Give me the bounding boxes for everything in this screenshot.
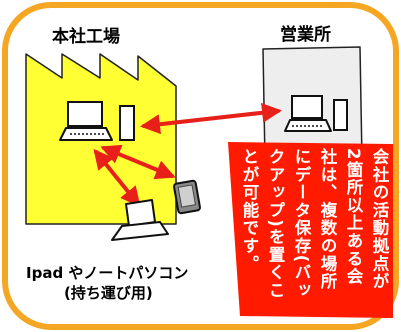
factory-server-icon: [119, 105, 135, 141]
note-text-column: クアップ)を置くこ: [266, 148, 285, 300]
arrow-factory-tablet: [100, 144, 176, 180]
office-label: 営業所: [280, 25, 331, 45]
factory-laptop-icon: [59, 101, 113, 141]
office-laptop-icon: [284, 95, 332, 132]
factory-label: 本社工場: [52, 27, 120, 47]
mobile-laptop-icon: [111, 199, 169, 241]
note-box: [228, 142, 393, 318]
note-text-column: とが可能です。: [240, 148, 259, 273]
office-server-icon: [333, 99, 348, 131]
note-text-column: 社は、複数の場所: [318, 148, 337, 291]
arrow-factory-office: [140, 102, 282, 135]
note-text-column: 2箇所以上ある会: [344, 148, 363, 286]
note-text-column: 会社の活動拠点が: [370, 148, 389, 291]
note-text-column: にデータ保存(バッ: [292, 148, 311, 300]
devices-label: Ipad やノートパソコン: [26, 264, 189, 282]
tablet-icon: [173, 179, 201, 215]
devices-sub-label: (持ち運び用): [64, 284, 153, 302]
